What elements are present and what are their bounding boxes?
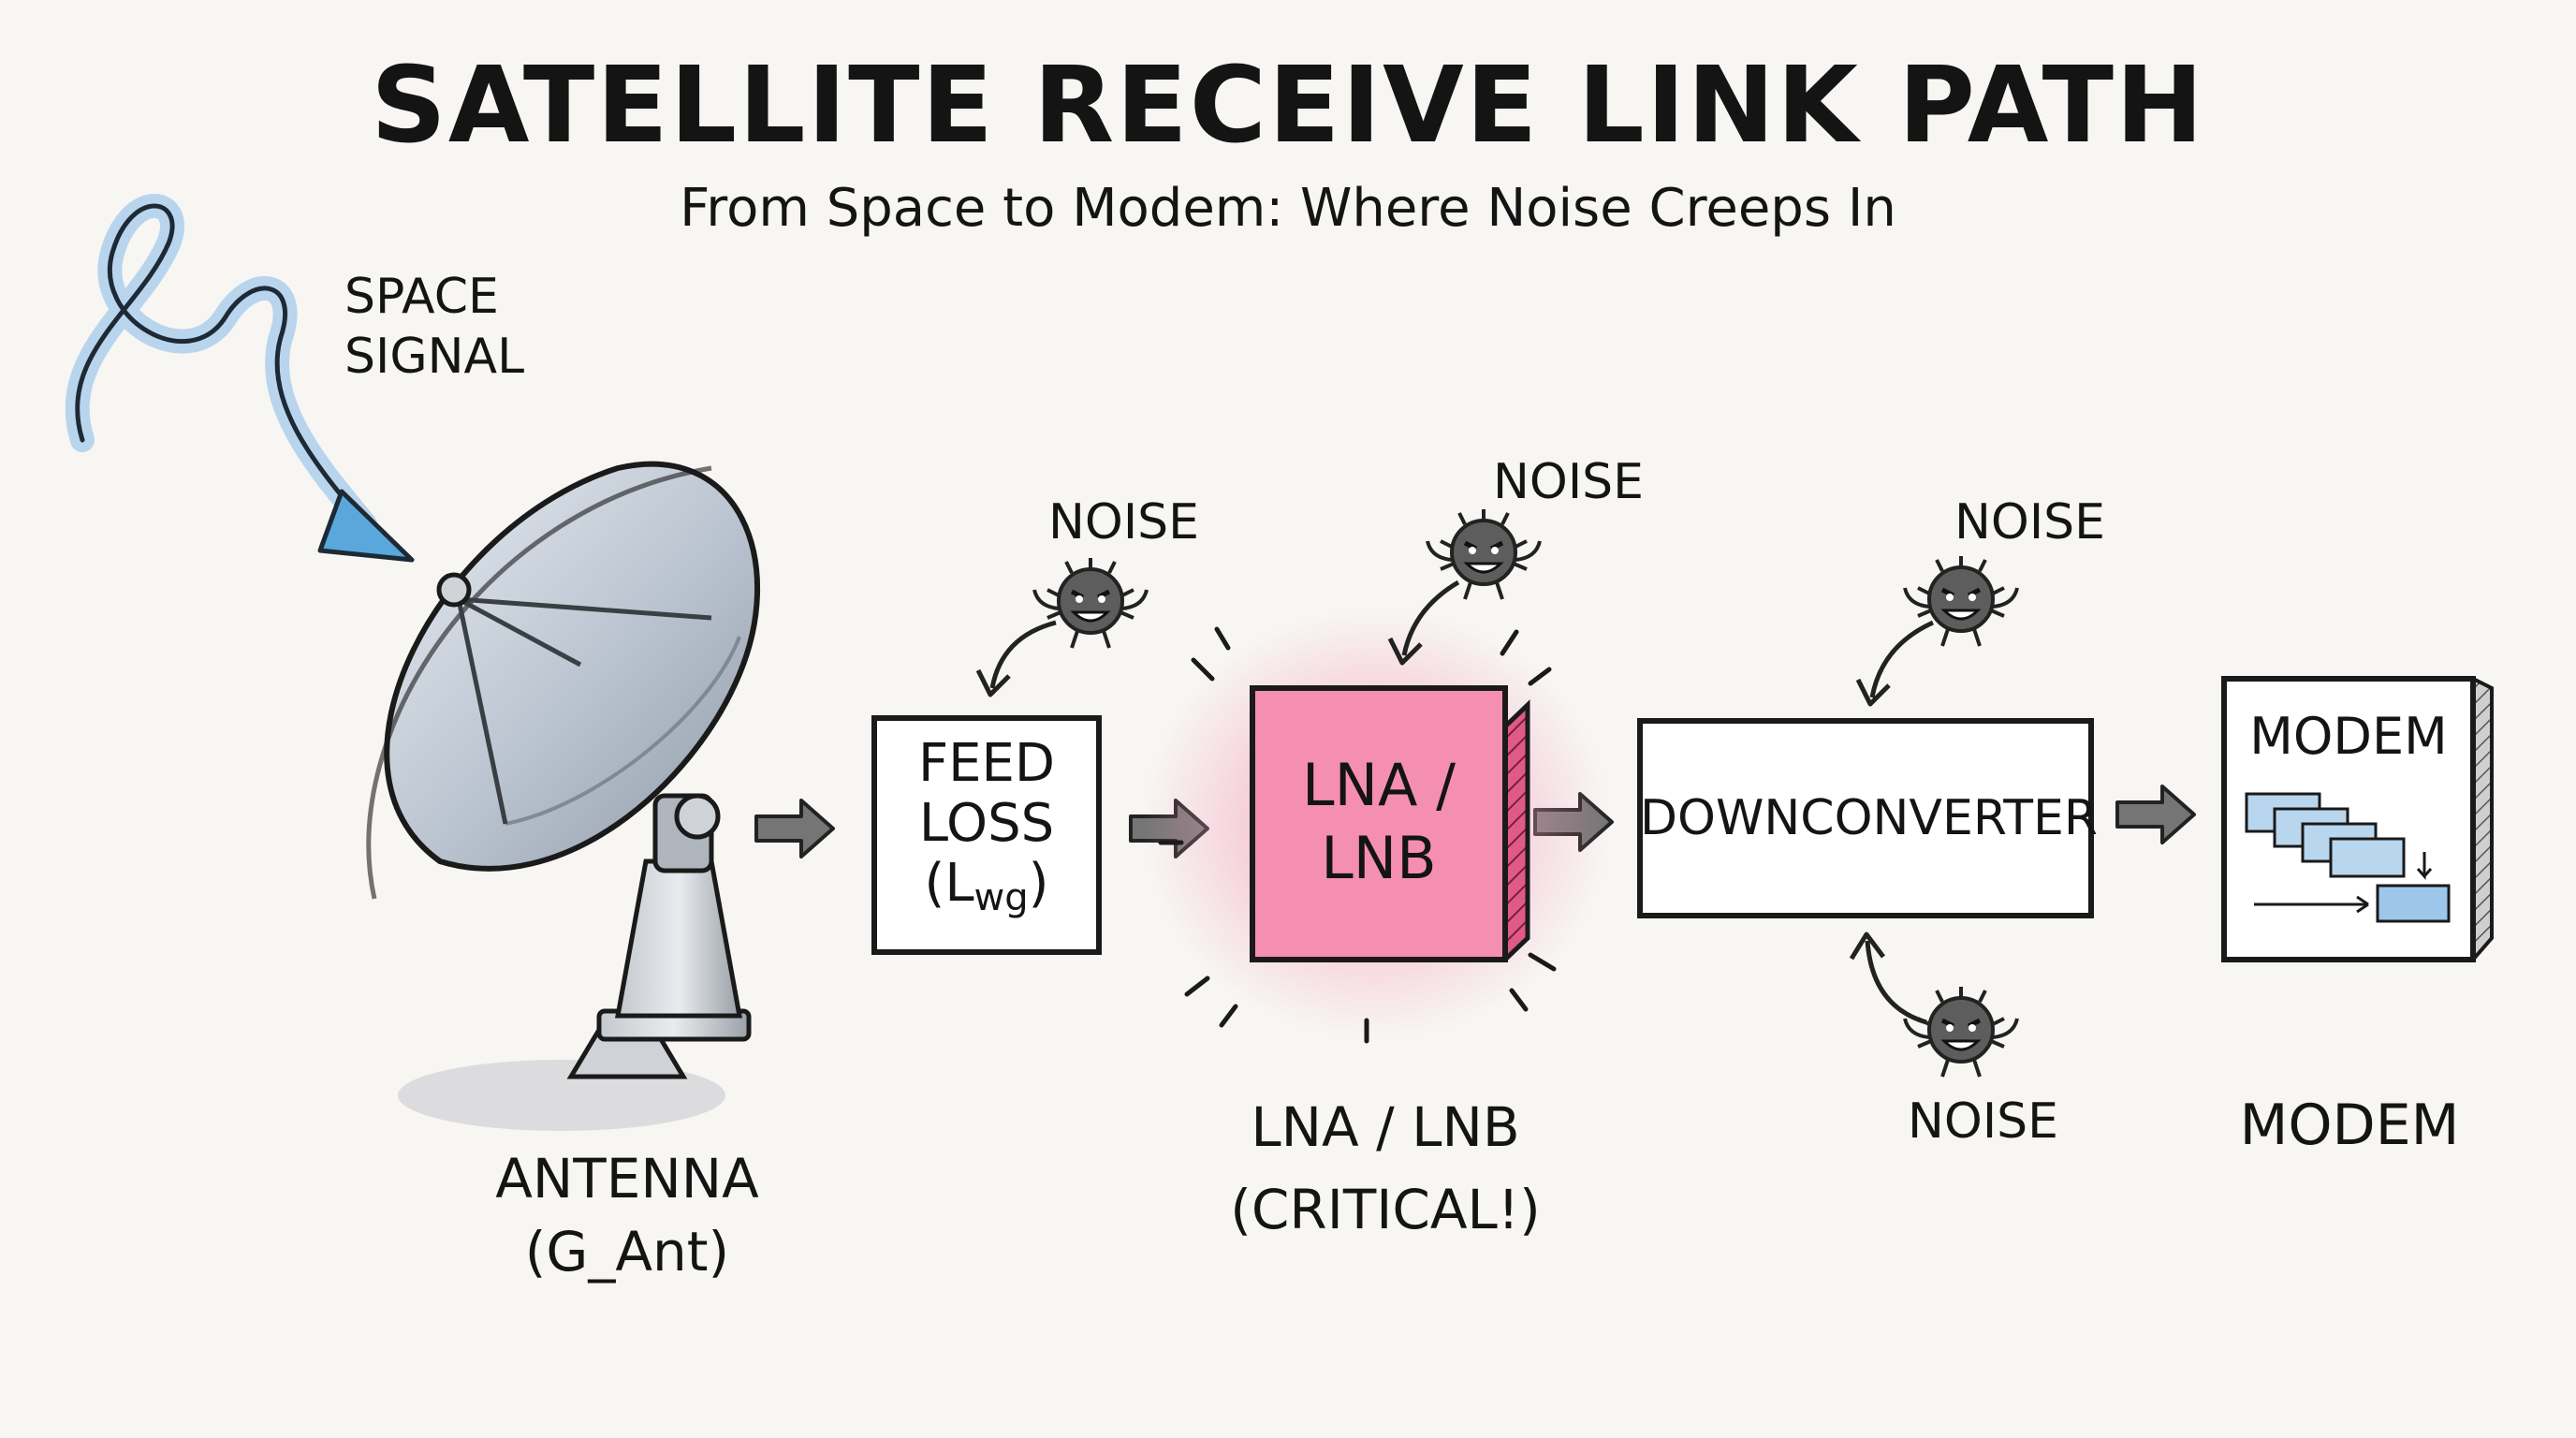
space-signal-label: SPACE SIGNAL — [344, 269, 525, 385]
arrow-downconverter-to-modem-icon — [2115, 785, 2196, 844]
modem-box-label: MODEM — [2249, 707, 2448, 766]
lna-block — [1142, 609, 1610, 1044]
downconverter-box — [1637, 718, 2094, 918]
space-signal-wave — [65, 194, 415, 563]
modem-stack-icon — [2245, 792, 2451, 923]
modem-block — [2221, 675, 2494, 962]
noise-label-lna: NOISE — [1493, 454, 1645, 510]
noise-label-feed: NOISE — [1048, 494, 1200, 550]
noise-gremlin-downconverter-bottom-icon — [1849, 932, 2017, 1077]
page-subtitle: From Space to Modem: Where Noise Creeps … — [680, 178, 1896, 239]
feed-loss-box — [871, 715, 1102, 955]
noise-gremlin-feed-icon — [975, 558, 1147, 697]
critical-burst-icon — [1158, 626, 1557, 1044]
noise-gremlin-downconverter-top-icon — [1855, 556, 2017, 707]
antenna-label: ANTENNA (G_Ant) — [495, 1147, 759, 1284]
page-title: SATELLITE RECEIVE LINK PATH — [371, 45, 2205, 167]
antenna-dish-icon — [366, 461, 760, 1131]
feed-loss-label: FEED LOSS (Lwg) — [917, 733, 1056, 920]
modem-caption: MODEM — [2239, 1093, 2460, 1158]
arrow-antenna-to-feed-icon — [754, 799, 835, 858]
signal-arrowhead-icon — [317, 489, 415, 563]
downconverter-label: DOWNCONVERTER — [1640, 790, 2098, 846]
noise-gremlin-lna-icon — [1387, 509, 1540, 666]
noise-label-downconverter-bottom: NOISE — [1908, 1093, 2059, 1150]
lna-box-label: LNA / LNB — [1302, 751, 1456, 892]
noise-label-downconverter-top: NOISE — [1954, 494, 2106, 550]
lna-caption: LNA / LNB (CRITICAL!) — [1230, 1095, 1541, 1241]
